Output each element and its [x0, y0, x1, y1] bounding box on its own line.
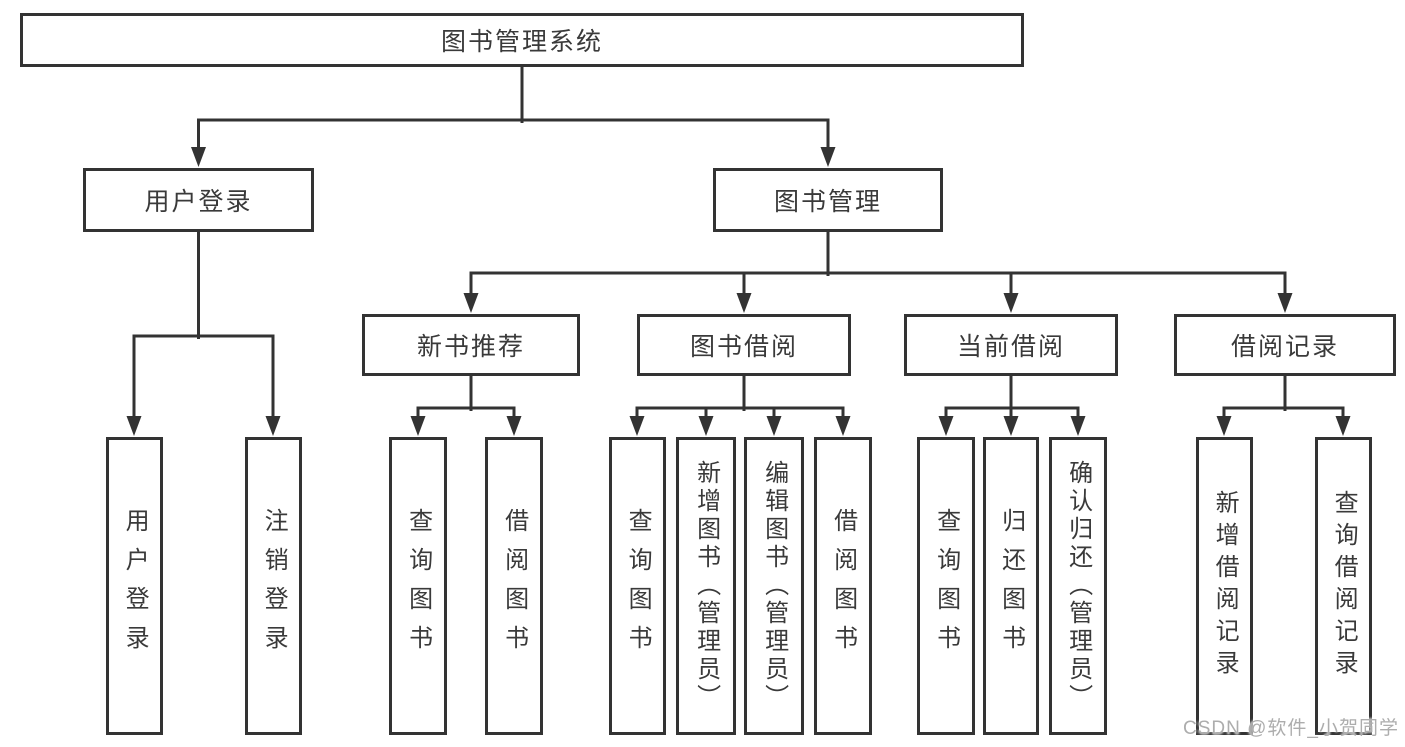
leaf-records-add-record: 新增借阅记录: [1196, 437, 1253, 735]
node-root-label: 图书管理系统: [440, 28, 603, 56]
node-root: 图书管理系统: [20, 13, 1024, 67]
leaf-recommend-borrow-books: 借阅图书: [485, 437, 543, 735]
leaf-borrow-borrow-books: 借阅图书: [814, 437, 872, 735]
leaf-borrow-edit-books-admin: 编辑图书（管理员）: [744, 437, 804, 735]
node-current-borrow: 当前借阅: [904, 314, 1118, 376]
node-book-management-label: 图书管理: [773, 188, 882, 216]
leaf-current-return-books: 归还图书: [983, 437, 1039, 735]
node-new-book-recommend: 新书推荐: [362, 314, 580, 376]
node-book-management: 图书管理: [713, 168, 943, 232]
node-book-borrow-label: 图书借阅: [689, 333, 798, 361]
leaf-current-confirm-return-admin: 确认归还（管理员）: [1049, 437, 1107, 735]
node-book-borrow: 图书借阅: [637, 314, 851, 376]
leaf-borrow-query-books: 查询图书: [609, 437, 666, 735]
leaf-recommend-query-books: 查询图书: [389, 437, 447, 735]
leaf-user-login: 用户登录: [106, 437, 163, 735]
leaf-current-query-books: 查询图书: [917, 437, 975, 735]
leaf-logout: 注销登录: [245, 437, 302, 735]
node-new-book-recommend-label: 新书推荐: [416, 333, 525, 361]
watermark: CSDN @软件_小贺同学: [1183, 718, 1399, 739]
leaf-records-query-record: 查询借阅记录: [1315, 437, 1372, 735]
leaf-borrow-add-books-admin: 新增图书（管理员）: [676, 437, 736, 735]
node-user-login: 用户登录: [83, 168, 314, 232]
node-borrow-records: 借阅记录: [1174, 314, 1396, 376]
node-current-borrow-label: 当前借阅: [956, 333, 1065, 361]
node-user-login-label: 用户登录: [144, 188, 253, 216]
node-borrow-records-label: 借阅记录: [1230, 333, 1339, 361]
